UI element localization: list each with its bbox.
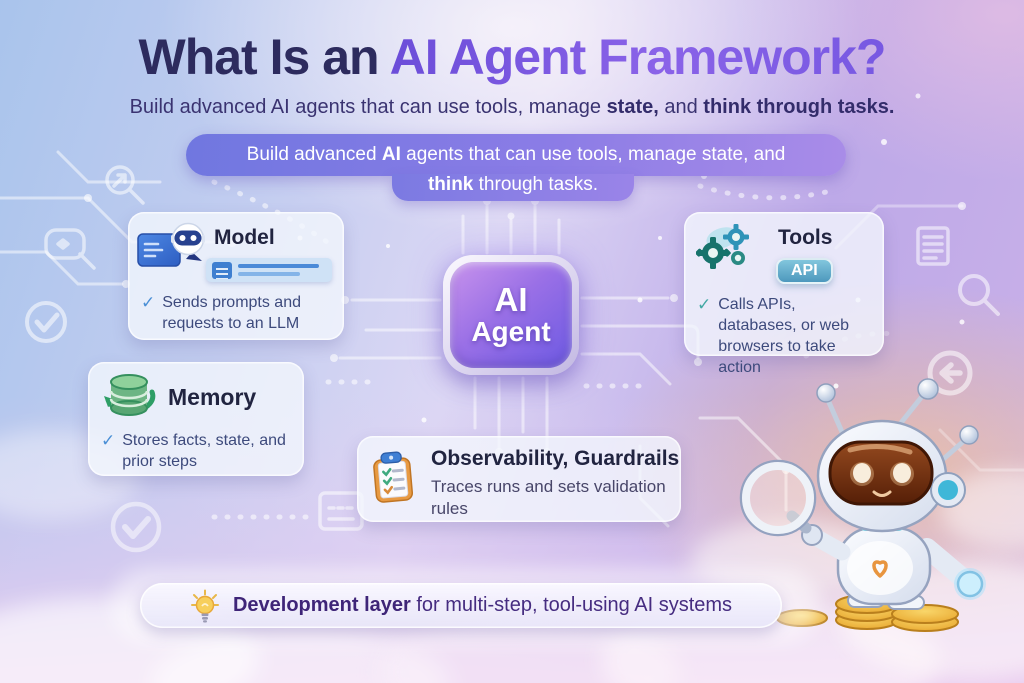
tools-card-title: Tools [778,226,833,249]
back-arrow-circle-icon [927,350,973,396]
robot-mascot [739,378,986,632]
observability-card-body: Traces runs and sets validation rules [431,477,666,519]
page-title: What Is an AI Agent Framework? [0,28,1024,86]
gears-icon [696,224,749,269]
robot-chat-card-icon [137,222,205,267]
memory-card-body: ✓ Stores facts, state, and prior steps [101,430,293,472]
footer-banner: Development layer for multi-step, tool-u… [140,583,782,628]
api-badge: API [776,258,833,284]
check-circle-icon [25,301,67,343]
check-circle-icon [110,501,162,553]
page-subtitle: Build advanced AI agents that can use to… [129,96,895,118]
chat-search-icon [44,228,96,270]
check-glyph: ✓ [101,431,116,450]
intro-banner: Build advanced AI agents that can use to… [186,134,846,176]
search-arrow-icon [105,165,145,205]
chip-label-ai: AI [494,281,528,319]
check-glyph: ✓ [697,295,712,314]
intro-banner-tail: think through tasks. [392,174,634,201]
ai-agent-chip: AI Agent [443,255,579,375]
memory-card: Memory ✓ Stores facts, state, and prior … [88,362,304,476]
model-field-decor [206,258,332,282]
list-card-icon [318,491,364,531]
tools-card-body: ✓ Calls APIs, databases, or web browsers… [697,294,873,378]
memory-card-title: Memory [168,384,257,410]
model-card: Model ✓ Sends prompts and requests to an… [128,212,344,340]
footer-text: Development layer for multi-step, tool-u… [232,594,733,616]
title-highlight: AI Agent Framework? [378,29,887,85]
check-glyph: ✓ [141,293,156,312]
tools-card: Tools API ✓ Calls APIs, databases, or we… [684,212,884,376]
chip-label-agent: Agent [471,316,551,348]
observability-card: Observability, Guardrails Traces runs an… [357,436,681,522]
title-prefix: What Is an [138,29,380,85]
observability-card-title: Observability, Guardrails [431,447,680,470]
document-icon [916,226,950,266]
lightbulb-icon [190,589,219,622]
model-card-body: ✓ Sends prompts and requests to an LLM [141,292,333,334]
search-icon [958,274,1000,316]
clipboard-checklist-icon [373,451,414,503]
database-sync-icon [104,374,156,416]
model-card-title: Model [214,226,275,249]
